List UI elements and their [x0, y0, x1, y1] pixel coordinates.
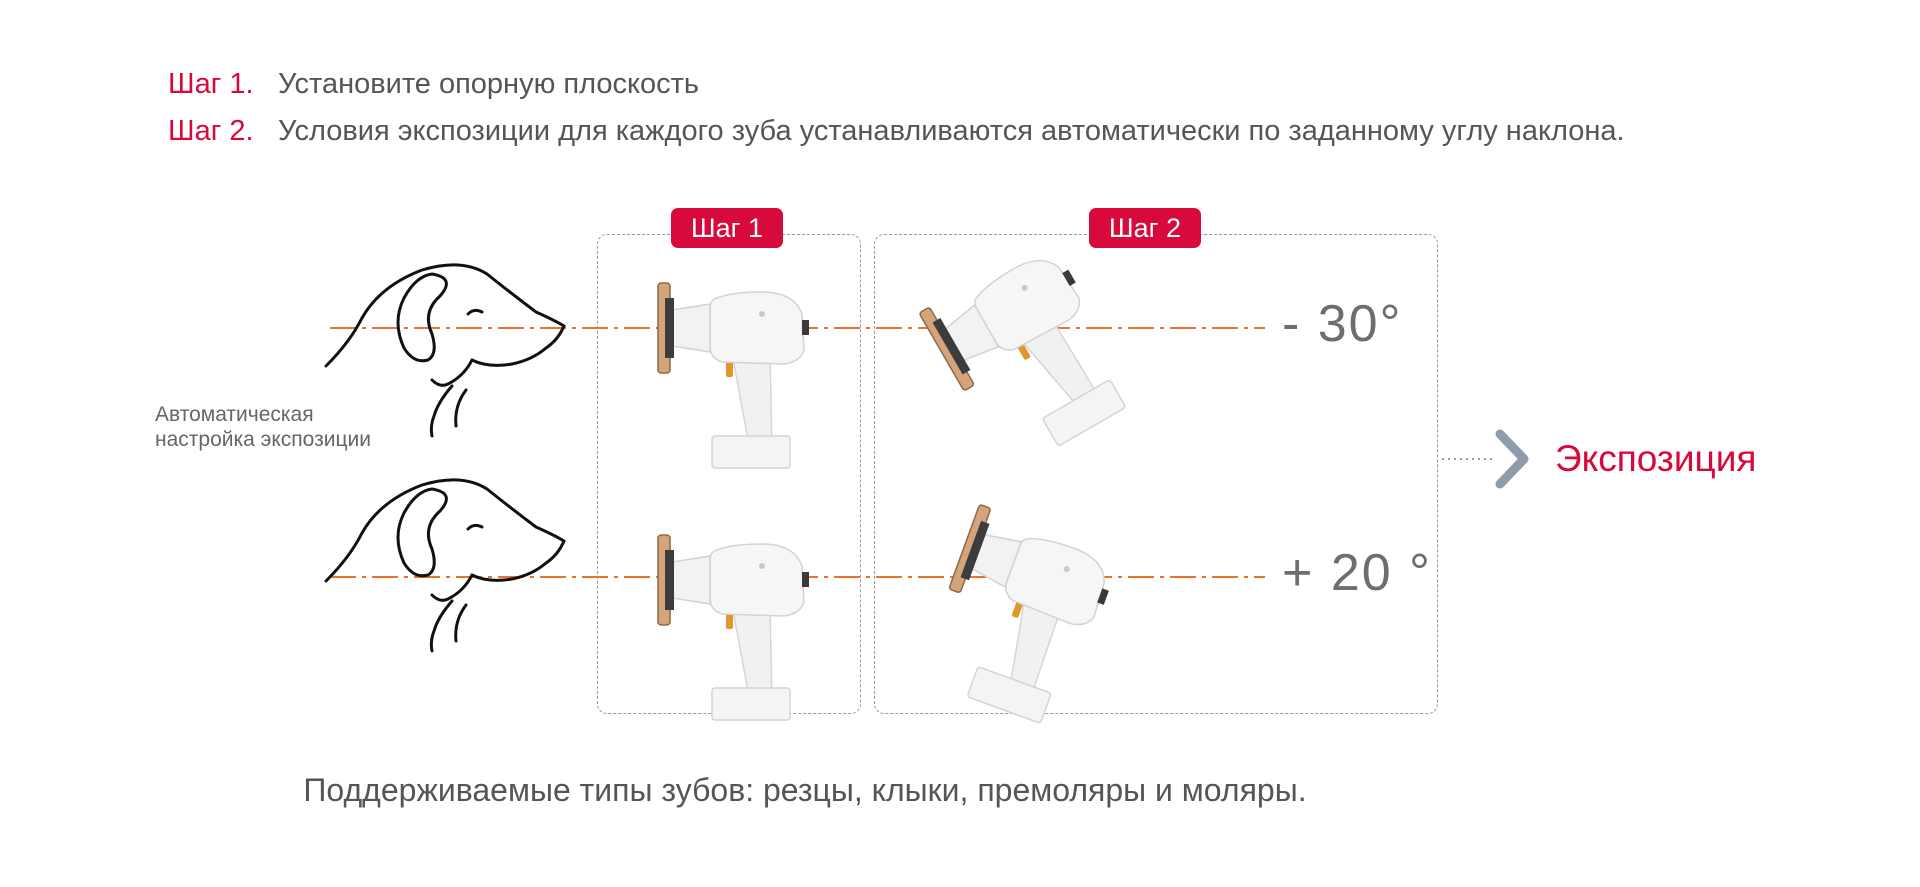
- exposure-label: Экспозиция: [1555, 438, 1757, 479]
- xray-device-icon-step1-top: [657, 282, 810, 469]
- xray-device-icon-step2-bottom: [915, 503, 1123, 731]
- step-1-line: Шаг 1. Установите опорную плоскость: [168, 68, 699, 101]
- step-1-badge: Шаг 1: [671, 208, 783, 248]
- step-2-line: Шаг 2. Условия экспозиции для каждого зуб…: [168, 115, 1625, 148]
- step-2-badge: Шаг 2: [1089, 208, 1201, 248]
- chevron-right-icon: [1495, 429, 1529, 489]
- xray-device-icon-step2-top: [918, 236, 1144, 474]
- step-2-label: Шаг 2.: [168, 115, 254, 147]
- step-2-text: Условия экспозиции для каждого зуба уста…: [278, 115, 1625, 147]
- dog-head-icon-bottom: [324, 478, 566, 653]
- step-1-text: Установите опорную плоскость: [278, 68, 699, 100]
- xray-device-icon-step1-bottom: [657, 534, 810, 721]
- angle-top-label: - 30°: [1282, 295, 1403, 353]
- auto-exposure-label: Автоматическая настройка экспозиции: [155, 403, 371, 451]
- supported-teeth-footer: Поддерживаемые типы зубов: резцы, клыки,…: [303, 772, 1307, 808]
- step-1-label: Шаг 1.: [168, 68, 254, 100]
- angle-bottom-label: + 20 °: [1282, 544, 1432, 602]
